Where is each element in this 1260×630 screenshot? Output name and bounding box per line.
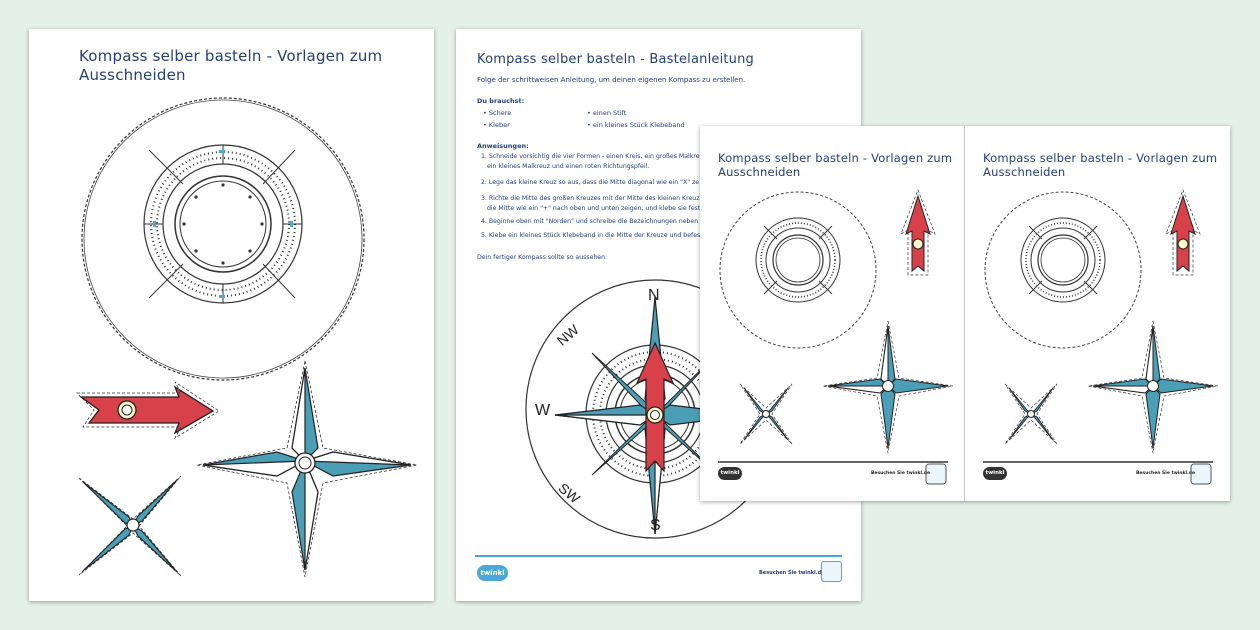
material-label: Kleber (488, 121, 510, 129)
footer-link-left: Besuchen Sie twinkl.de (871, 471, 931, 476)
instruction-step: ein kleines Malkreuz und einen roten Ric… (487, 163, 650, 170)
left-page-title: Kompass selber basteln - Vorlagen zum Au… (718, 151, 952, 180)
left-title-line-1: Kompass selber basteln - Vorlagen zum (718, 151, 953, 165)
cutout-templates-illustration (76, 97, 418, 578)
right-page-title: Kompass selber basteln - Vorlagen zum Au… (983, 151, 1217, 180)
footer-link: Besuchen Sie twinkl.de (759, 570, 825, 576)
material-label: ein kleines Stück Klebeband (592, 121, 685, 129)
right-title-line-1: Kompass selber basteln - Vorlagen zum (983, 151, 1218, 165)
result-text: Dein fertiger Kompass sollte so aussehen… (477, 254, 608, 261)
compass-label-south: S (650, 517, 661, 534)
twinkl-logo: twinkl (477, 565, 508, 581)
instruction-step: 5. Klebe ein kleines Stück Klebeband in … (481, 232, 701, 239)
material-item: • Schere (483, 109, 512, 117)
mini-templates-illustration (717, 189, 1219, 485)
material-label: Schere (488, 109, 512, 117)
page-divider (964, 126, 965, 501)
material-label: einen Stift (592, 109, 627, 117)
instruction-step: 3. Richte die Mitte des großen Kreuzes m… (481, 195, 700, 202)
material-item: • einen Stift (587, 109, 627, 117)
twinkl-badge-icon (821, 561, 842, 582)
instruction-step: die Mitte wie ein "+" nach oben und unte… (487, 205, 701, 212)
compass-label-west: W (535, 402, 551, 419)
instructions-label: Anweisungen: (477, 142, 529, 150)
twinkl-logo-left: twinkl (718, 467, 742, 480)
sheet-title-line-2: Ausschneiden (79, 65, 186, 84)
sheet-title: Kompass selber basteln - Bastelanleitung (477, 52, 755, 67)
right-title-line-2: Ausschneiden (983, 165, 1066, 180)
left-title-line-2: Ausschneiden (718, 165, 801, 180)
needs-label: Du brauchst: (477, 97, 525, 105)
instruction-step: 4. Beginne oben mit "Norden" und schreib… (481, 218, 705, 225)
sheet-title: Kompass selber basteln - Vorlagen zum Au… (79, 47, 382, 85)
intro-text: Folge der schrittweisen Anleitung, um de… (477, 76, 746, 84)
footer-link-right: Besuchen Sie twinkl.de (1136, 471, 1196, 476)
material-item: • ein kleines Stück Klebeband (587, 121, 685, 129)
compass-label-north: N (648, 287, 660, 304)
instruction-step: 2. Lege das kleine Kreuz so aus, dass di… (481, 179, 700, 186)
template-sheet-large: Kompass selber basteln - Vorlagen zum Au… (29, 29, 434, 601)
material-item: • Kleber (483, 121, 510, 129)
instruction-step: 1. Schneide vorsichtig die vier Formen -… (481, 153, 709, 160)
twinkl-logo-right: twinkl (983, 467, 1007, 480)
sheet-title-line-1: Kompass selber basteln - Vorlagen zum (79, 47, 383, 65)
two-page-template-sheet: Kompass selber basteln - Vorlagen zum Au… (700, 126, 1230, 501)
